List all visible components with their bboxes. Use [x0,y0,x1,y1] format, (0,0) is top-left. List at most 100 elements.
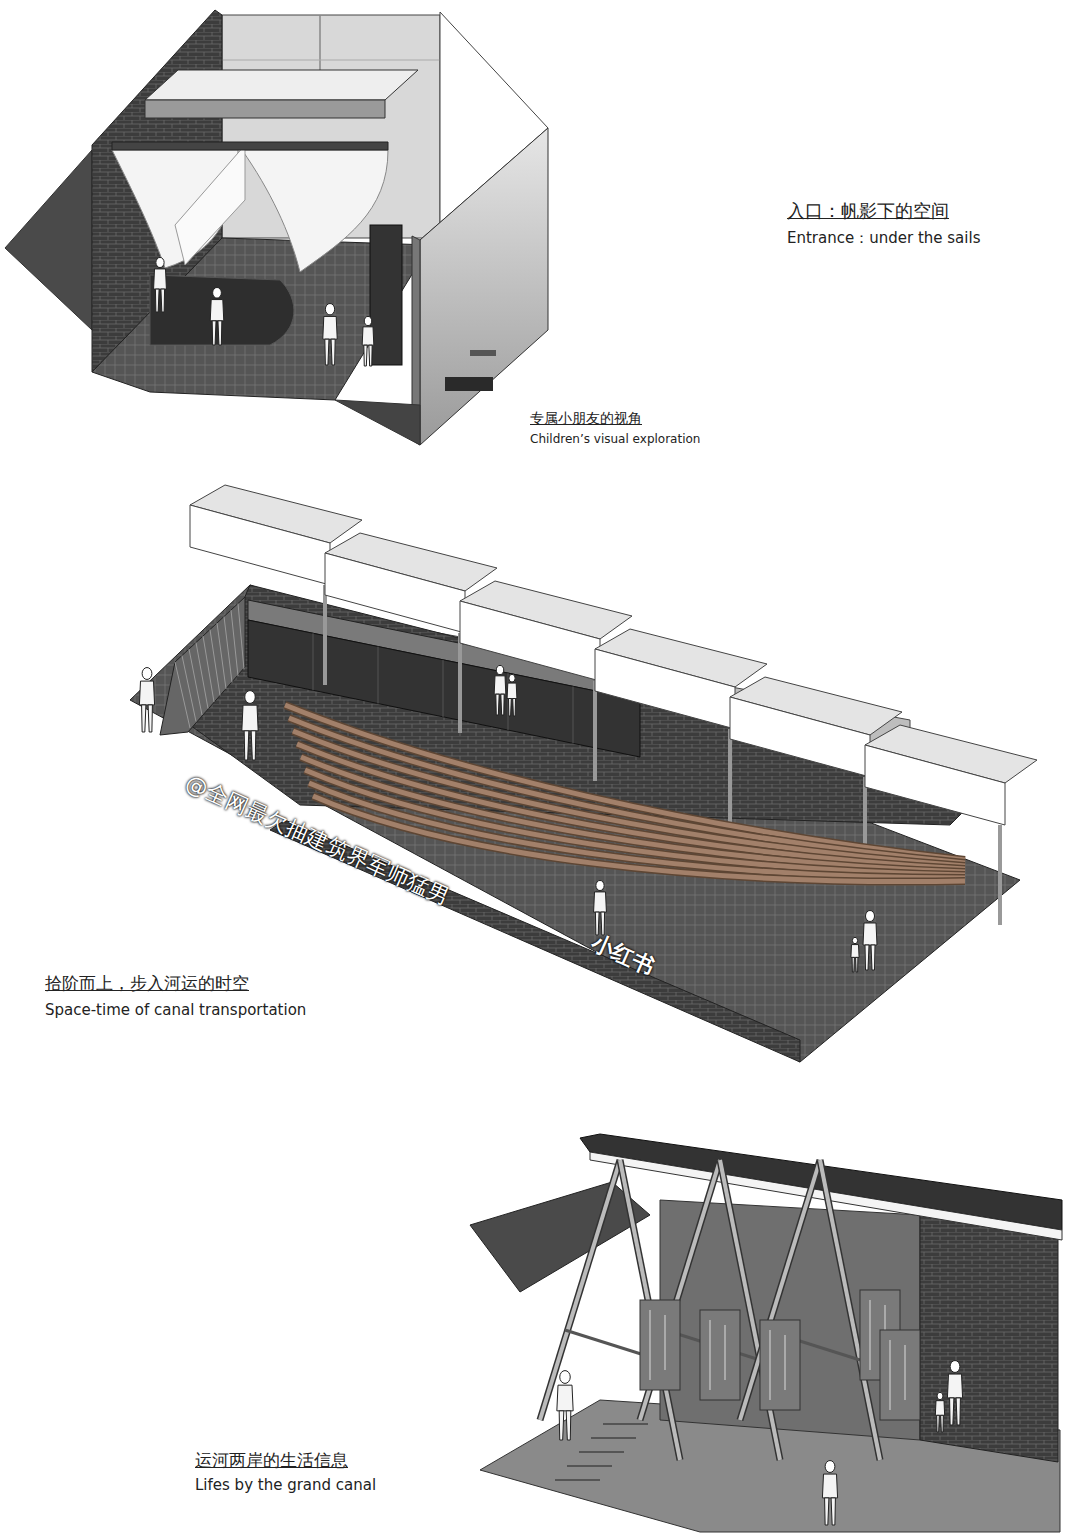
caption-text: Lifes by the grand canal [195,1476,376,1494]
figure-head [852,937,857,943]
roof-panel-face [865,745,1005,825]
beam-face [145,100,385,118]
human-figure [323,304,337,365]
partition-panel [175,145,245,265]
timber-board [760,1320,800,1410]
figure-body [242,705,258,731]
figure-body [863,923,877,945]
figure-head [825,1461,835,1473]
board-strip [769,1330,771,1400]
canal-drawing [130,485,1037,1062]
human-figure [935,1392,944,1432]
column [728,729,732,829]
figure-leg [142,705,146,732]
figure-body [210,300,224,321]
figure-leg [509,699,512,717]
beam-lower [112,142,388,150]
figure-leg [559,1411,564,1440]
doorway [370,225,402,365]
figure-leg [331,339,335,365]
truss-member [620,1160,680,1460]
roof-panel-face [730,697,870,777]
stair-tread [579,1451,624,1453]
figure-head [596,880,604,890]
figure-body [822,1474,837,1498]
figure-head [213,287,222,298]
life-drawing [470,1134,1062,1532]
canopy [470,1182,650,1292]
roof-panel-face [190,505,330,585]
figure-body [154,269,167,289]
figure-leg [369,345,372,366]
figure-body [594,892,607,912]
caption-text: Entrance：under the sails [787,229,980,247]
figure-body [139,681,154,705]
ground-slab [335,400,420,445]
figure-leg [161,289,165,312]
roof-panel-face [460,601,600,681]
sail [242,150,388,272]
figure-leg [831,1498,835,1525]
human-figure [242,691,258,760]
roof-panel-face [595,649,735,729]
human-figure [594,880,607,935]
truss-member [820,1160,880,1460]
figure-leg [956,1398,960,1425]
figure-head [142,668,152,680]
board-strip [889,1340,891,1410]
column [998,825,1002,925]
figure-leg [496,694,499,715]
timber-board [640,1300,680,1390]
truss-member [740,1160,820,1420]
figure-leg [856,957,858,972]
panel-divider [378,647,379,704]
figure-leg [244,731,249,760]
timber-board [880,1330,920,1420]
column [323,585,327,685]
stair-tread [591,1437,636,1439]
ground-slab [5,150,92,330]
board-strip [664,1315,666,1370]
floor-rug [150,275,294,345]
figure-head [245,691,256,704]
stair-tread [603,1423,648,1425]
timber-board [700,1310,740,1400]
figure-body [935,1401,944,1416]
human-figure [154,257,167,312]
figure-leg [852,957,854,972]
figure-body [362,327,374,345]
human-figure [507,674,517,716]
figure-head [937,1392,943,1399]
figure-leg [941,1415,944,1432]
wall-slit [470,350,496,356]
caption-text: 运河两岸的生活信息 [195,1450,348,1470]
figure-leg [825,1498,829,1525]
figure-head [560,1371,571,1384]
figure-leg [501,694,504,715]
truss-member [820,1160,880,1460]
partition-line [222,60,440,61]
figure-leg [871,945,875,970]
human-figure [863,911,877,971]
figure-leg [212,321,216,345]
stair-tread [555,1479,600,1481]
human-figure [822,1461,837,1525]
truss-member [540,1160,620,1420]
stair-tread [567,1465,612,1467]
board-strip [869,1300,871,1370]
figure-body [494,676,506,694]
caption-text: Space-time of canal transportation [45,1001,306,1019]
truss-member [740,1160,820,1420]
figure-leg [950,1398,954,1425]
human-figure [494,665,506,715]
figure-head [156,257,164,267]
figure-leg [865,945,869,970]
stair-tread [217,623,226,689]
stair-tread [175,662,190,728]
figure-leg [148,705,152,732]
human-figure [210,287,224,345]
figure-head [950,1361,960,1373]
entrance-drawing [5,10,548,445]
truss-member [620,1160,680,1460]
human-figure [557,1371,573,1440]
